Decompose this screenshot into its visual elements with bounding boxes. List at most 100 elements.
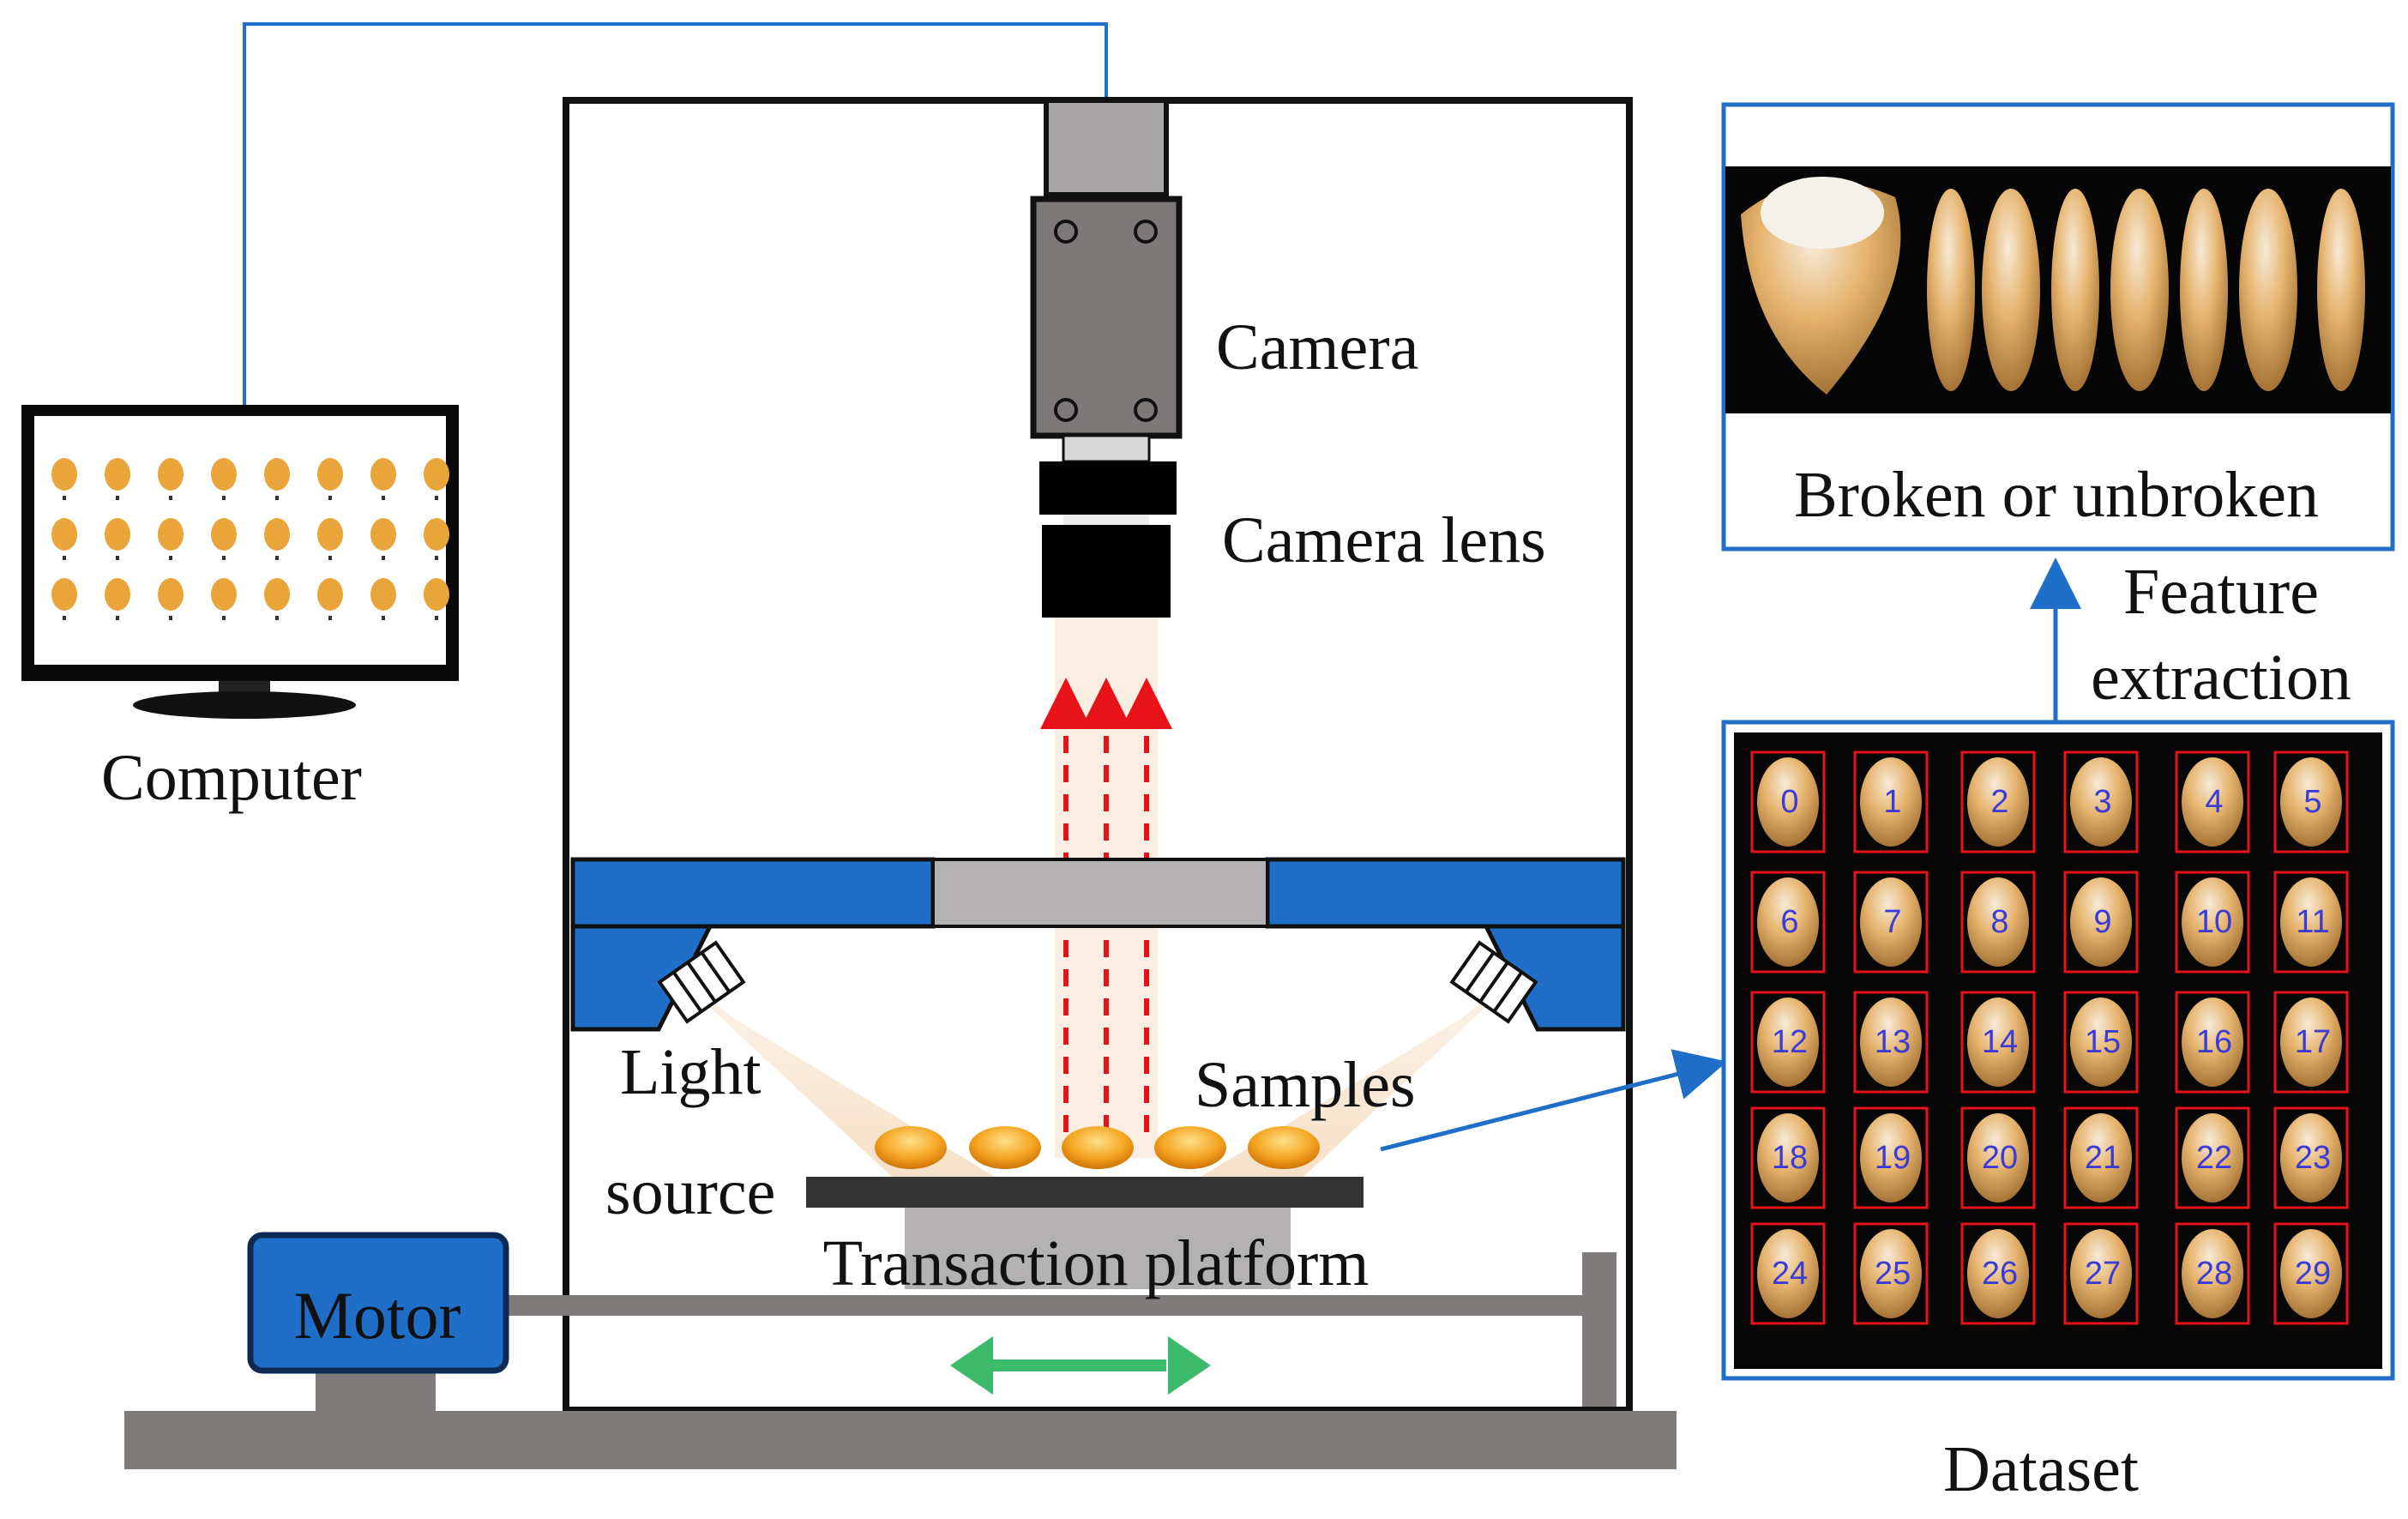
dataset-kernel: 5: [2273, 750, 2349, 853]
dataset-kernel: 25: [1853, 1222, 1929, 1325]
platform-label: Transaction platform: [823, 1227, 1370, 1299]
dataset-kernel: 4: [2175, 750, 2250, 853]
dataset-kernel: 23: [2273, 1106, 2349, 1209]
computer-label: Computer: [101, 742, 362, 814]
dataset-number: 20: [1982, 1140, 2018, 1176]
camera-cable: [243, 22, 1108, 407]
motor-label: Motor: [294, 1278, 461, 1353]
dataset-kernel: 3: [2063, 750, 2139, 853]
monitor-kernel-tick: [116, 616, 119, 620]
monitor-kernel-tick: [222, 556, 226, 560]
dataset-number: 24: [1772, 1256, 1808, 1292]
dataset-number: 11: [2296, 904, 2329, 940]
dataset-number: 6: [1780, 904, 1798, 940]
dataset-kernel: 16: [2175, 991, 2250, 1094]
dataset-kernel: 20: [1960, 1106, 2036, 1209]
source-label: source: [605, 1156, 775, 1228]
dataset-kernel: 24: [1750, 1222, 1826, 1325]
monitor-kernel-tick: [63, 616, 66, 620]
monitor-kernel-tick: [169, 616, 172, 620]
dataset-number: 2: [1990, 784, 2008, 820]
motor-box: [247, 1232, 509, 1374]
monitor-kernel-tick: [116, 556, 119, 560]
to-dataset-arrow: [1380, 1049, 1728, 1152]
monitor-kernel-tick: [222, 616, 226, 620]
monitor-kernel-tick: [169, 556, 172, 560]
dataset-kernel: 27: [2063, 1222, 2139, 1325]
monitor-kernel: [317, 518, 343, 551]
monitor-kernel-tick: [275, 496, 279, 500]
dataset-number: 4: [2205, 784, 2223, 820]
dataset-number: 23: [2295, 1140, 2331, 1176]
motion-arrow: [950, 1336, 1211, 1395]
monitor-kernel: [317, 458, 343, 491]
monitor-kernel: [51, 518, 77, 551]
monitor-kernel-tick: [169, 496, 172, 500]
monitor-kernel: [424, 518, 449, 551]
camera-icon: [1030, 98, 1183, 439]
platform-plate: [806, 1177, 1364, 1208]
monitor-kernel: [317, 578, 343, 611]
samples: [875, 1126, 1320, 1169]
monitor-kernel-tick: [275, 556, 279, 560]
monitor-kernel-tick: [382, 496, 385, 500]
lens-icon: [1039, 434, 1177, 618]
dataset-number: 27: [2085, 1256, 2121, 1292]
light-frame: [570, 857, 1626, 1032]
dataset-kernel: 12: [1750, 991, 1826, 1094]
feature-label-line1: Feature: [2123, 556, 2319, 628]
broken-kernel: [2051, 189, 2099, 391]
broken-kernel: [2110, 189, 2169, 391]
monitor-kernel: [264, 578, 290, 611]
camera-label: Camera: [1216, 311, 1418, 383]
monitor-kernel: [158, 518, 184, 551]
dataset-kernel: 21: [2063, 1106, 2139, 1209]
dataset-kernel: 17: [2273, 991, 2349, 1094]
dataset-number: 7: [1883, 904, 1901, 940]
led-icon: [1449, 940, 1538, 1024]
monitor-kernel-tick: [328, 556, 332, 560]
dataset-number: 29: [2295, 1256, 2331, 1292]
monitor-kernel-tick: [382, 616, 385, 620]
monitor-kernel: [370, 458, 396, 491]
monitor-kernel-tick: [222, 496, 226, 500]
monitor-kernel-tick: [275, 616, 279, 620]
monitor-kernel-tick: [63, 556, 66, 560]
dataset-kernel: 6: [1750, 871, 1826, 973]
broken-kernel: [1927, 189, 1975, 391]
dataset-kernel: 2: [1960, 750, 2036, 853]
monitor-kernel: [211, 458, 237, 491]
monitor-kernel-tick: [382, 556, 385, 560]
dataset-number: 22: [2196, 1140, 2232, 1176]
dataset-kernel: 19: [1853, 1106, 1929, 1209]
dataset-number: 8: [1990, 904, 2008, 940]
dataset-number: 25: [1875, 1256, 1911, 1292]
monitor-kernel-tick: [328, 496, 332, 500]
rail-end-post: [1582, 1252, 1616, 1407]
monitor-kernel-tick: [435, 556, 438, 560]
monitor-kernel-tick: [116, 496, 119, 500]
monitor-kernel: [264, 518, 290, 551]
ground-base: [124, 1411, 1677, 1469]
dataset-number: 16: [2196, 1024, 2232, 1060]
broken-kernel: [2317, 189, 2365, 391]
dataset-kernel: 0: [1750, 750, 1826, 853]
dataset-number: 9: [2093, 904, 2111, 940]
dataset-kernel: 15: [2063, 991, 2139, 1094]
dataset-number: 26: [1982, 1256, 2018, 1292]
dataset-kernel: 11: [2273, 871, 2349, 973]
platform-base: [905, 1208, 1291, 1289]
monitor-kernel-tick: [63, 496, 66, 500]
dataset-number: 14: [1982, 1024, 2018, 1060]
monitor-kernel: [370, 518, 396, 551]
dataset-number: 1: [1883, 784, 1901, 820]
monitor-kernel: [105, 518, 130, 551]
dataset-number: 21: [2085, 1140, 2121, 1176]
monitor-kernel: [158, 578, 184, 611]
dataset-number: 28: [2196, 1256, 2232, 1292]
dataset-kernel: 28: [2175, 1222, 2250, 1325]
dataset-number: 18: [1772, 1140, 1808, 1176]
monitor-kernel-tick: [435, 496, 438, 500]
broken-kernel: [2239, 189, 2297, 391]
